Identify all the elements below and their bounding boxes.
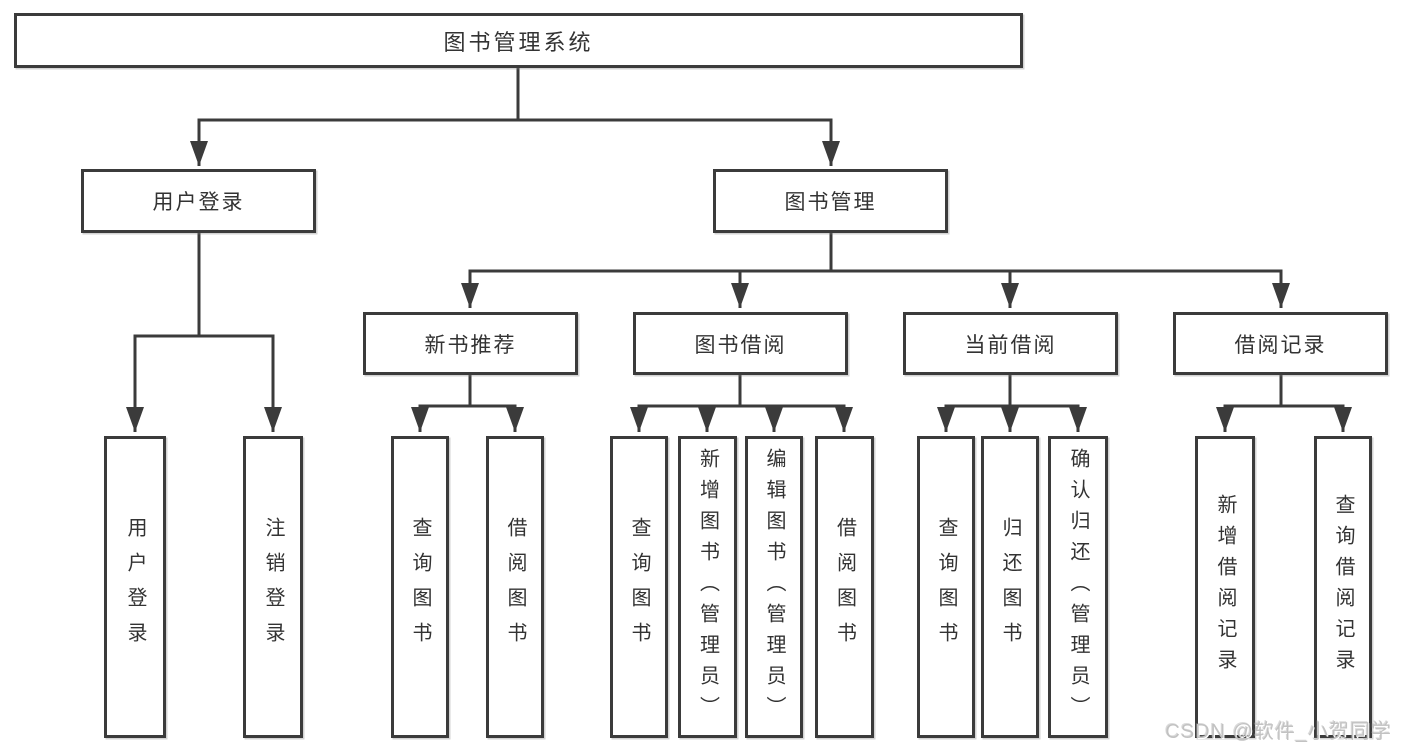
leaf-logout: 注销登录 (243, 436, 303, 738)
node-user-login: 用户登录 (81, 169, 316, 233)
leaf-borrow-borrow-books-label: 借阅图书 (833, 517, 856, 657)
leaf-user-login: 用户登录 (104, 436, 166, 738)
node-borrow-records: 借阅记录 (1173, 312, 1388, 375)
node-current-borrow-label: 当前借阅 (964, 333, 1057, 357)
leaf-records-add-record-label: 新增借阅记录 (1214, 494, 1236, 680)
node-book-management: 图书管理 (713, 169, 948, 233)
leaf-borrow-borrow-books: 借阅图书 (815, 436, 874, 738)
node-new-book-recommend: 新书推荐 (363, 312, 578, 375)
leaf-borrow-add-books-admin: 新增图书（管理员） (678, 436, 737, 738)
leaf-records-query-record-label: 查询借阅记录 (1332, 494, 1354, 680)
leaf-newbook-borrow-books: 借阅图书 (486, 436, 544, 738)
leaf-borrow-add-books-admin-label: 新增图书（管理员） (696, 447, 719, 727)
leaf-current-return-books: 归还图书 (981, 436, 1039, 738)
node-new-book-recommend-label: 新书推荐 (424, 333, 517, 357)
node-root-label: 图书管理系统 (443, 29, 594, 55)
leaf-borrow-query-books-label: 查询图书 (628, 517, 650, 657)
leaf-borrow-query-books: 查询图书 (610, 436, 668, 738)
node-current-borrow: 当前借阅 (903, 312, 1118, 375)
node-book-borrow: 图书借阅 (633, 312, 848, 375)
node-root-system: 图书管理系统 (14, 13, 1023, 68)
connector-mgmt-to-level3 (461, 233, 1290, 308)
connector-records-to-leaves (1216, 375, 1352, 432)
leaf-newbook-borrow-books-label: 借阅图书 (504, 517, 526, 657)
leaf-borrow-edit-books-admin-label: 编辑图书（管理员） (763, 447, 785, 727)
leaf-borrow-edit-books-admin: 编辑图书（管理员） (745, 436, 803, 738)
connector-borrow-to-leaves (630, 375, 853, 432)
leaf-newbook-query-books-label: 查询图书 (409, 517, 431, 657)
csdn-watermark: CSDN @软件_小贺同学 (1165, 721, 1392, 743)
node-book-borrow-label: 图书借阅 (694, 333, 787, 357)
leaf-current-query-books-label: 查询图书 (935, 517, 957, 657)
connector-current-to-leaves (937, 375, 1087, 432)
connector-newbook-to-leaves (411, 375, 524, 432)
leaf-records-add-record: 新增借阅记录 (1195, 436, 1255, 738)
node-book-management-label: 图书管理 (784, 191, 877, 214)
leaf-records-query-record: 查询借阅记录 (1314, 436, 1372, 738)
node-borrow-records-label: 借阅记录 (1234, 333, 1327, 357)
leaf-current-query-books: 查询图书 (917, 436, 975, 738)
leaf-logout-label: 注销登录 (262, 517, 284, 657)
leaf-newbook-query-books: 查询图书 (391, 436, 449, 738)
leaf-current-return-books-label: 归还图书 (999, 517, 1021, 657)
leaf-current-confirm-return-admin: 确认归还（管理员） (1048, 436, 1108, 738)
connector-login-to-leaves (126, 233, 282, 432)
node-user-login-label: 用户登录 (152, 191, 245, 214)
leaf-user-login-label: 用户登录 (124, 517, 146, 657)
connector-root-to-level2 (190, 66, 840, 166)
leaf-current-confirm-return-admin-label: 确认归还（管理员） (1067, 447, 1089, 727)
